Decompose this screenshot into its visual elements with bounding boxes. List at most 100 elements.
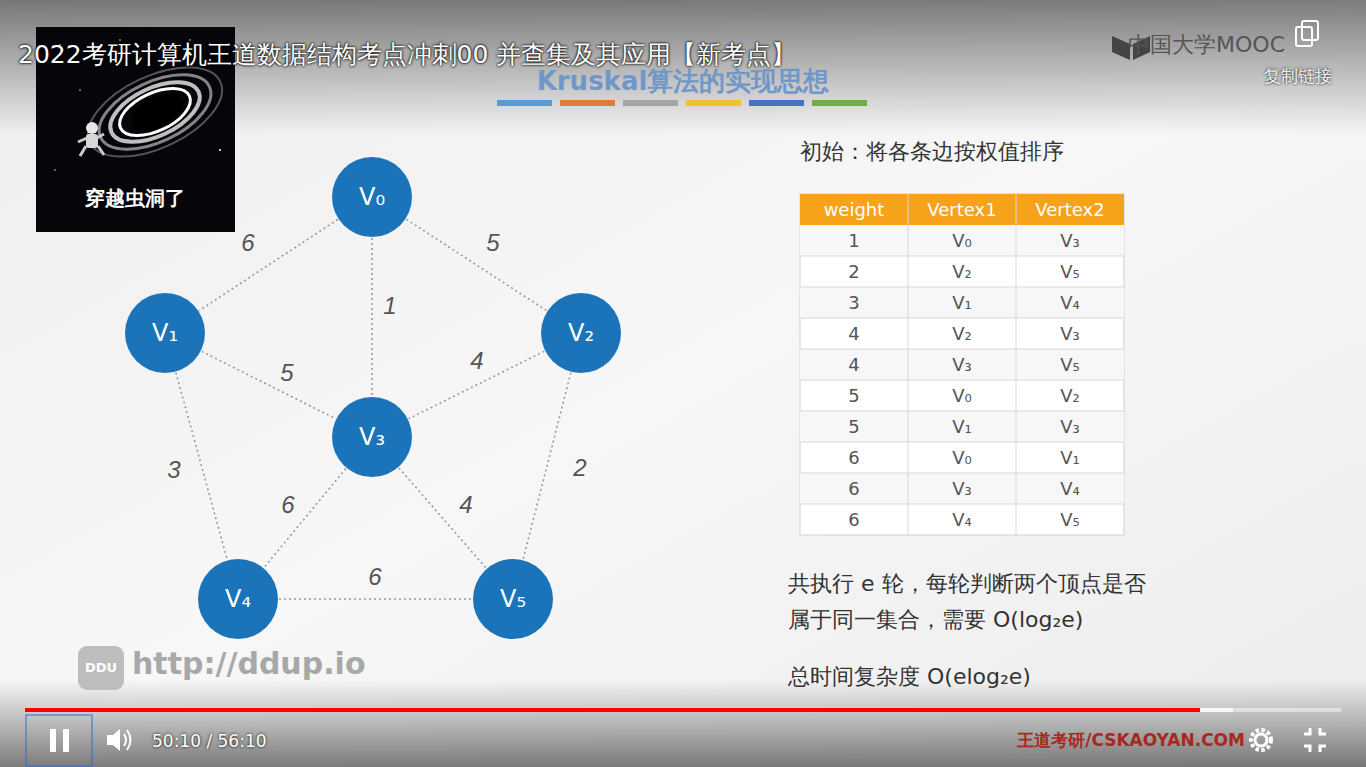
table-cell: V₀ xyxy=(908,442,1016,473)
settings-gear xyxy=(1251,730,1271,750)
vertex-circle: V₅ xyxy=(473,559,553,639)
vertex-fill xyxy=(198,559,278,639)
volume-icon xyxy=(124,730,131,750)
watermark-logo xyxy=(78,646,124,690)
table-cell: V₂ xyxy=(908,318,1016,349)
volume-icon xyxy=(107,729,120,751)
table-header: Vertex2 xyxy=(1016,194,1124,225)
title-colour-bar xyxy=(623,100,678,106)
table-cell: 6 xyxy=(800,442,908,473)
edge-table-grid xyxy=(800,194,1124,535)
vertex-circle: V₀ xyxy=(332,157,412,237)
watermark-logo xyxy=(78,646,124,690)
table-cell: V₁ xyxy=(1016,442,1124,473)
weighted-edge xyxy=(371,238,373,396)
vertex-circle: V₁ xyxy=(125,293,205,373)
table-cell: V₅ xyxy=(1016,349,1124,380)
video-time: 50:10 / 56:10 xyxy=(152,731,267,751)
weighted-edge xyxy=(399,468,486,568)
table-cell: 6 xyxy=(800,504,908,535)
vertex-fill xyxy=(541,293,621,373)
step-note: 初始：将各条边按权值排序 xyxy=(800,139,1064,165)
table-cell: V₄ xyxy=(908,504,1016,535)
thumbnail-image xyxy=(113,79,198,146)
complexity-note: 总时间复杂度 O(elog₂e) xyxy=(788,664,1031,690)
weighted-edge xyxy=(406,219,546,310)
thumbnail-image xyxy=(54,169,56,171)
edge-weight: 6 xyxy=(241,231,254,255)
exit-fullscreen-icon xyxy=(1304,728,1326,752)
table-cell: 6 xyxy=(800,473,908,504)
table-cell: 1 xyxy=(800,225,908,256)
title-colour-bar xyxy=(686,100,741,106)
weighted-edge xyxy=(202,351,336,418)
title-colour-bar xyxy=(497,100,867,106)
table-cell: V₀ xyxy=(908,225,1016,256)
settings-gear xyxy=(1255,734,1267,746)
progress-bar xyxy=(25,708,1341,712)
table-cell: V₅ xyxy=(1016,504,1124,535)
edge-table-grid xyxy=(800,349,1124,380)
table-cell: 2 xyxy=(800,256,908,287)
video-title: 2022考研计算机王道数据结构考点冲刺00 并查集及其应用【新考点】 xyxy=(18,40,796,70)
table-cell: V₃ xyxy=(908,473,1016,504)
title-colour-bar xyxy=(749,100,804,106)
table-cell: V₃ xyxy=(1016,225,1124,256)
table-cell: 4 xyxy=(800,349,908,380)
table-cell: V₅ xyxy=(1016,256,1124,287)
mooc-logo-text: 中国大学MOOC xyxy=(1128,32,1285,58)
progress-bar xyxy=(25,708,1200,712)
table-header: Vertex1 xyxy=(908,194,1016,225)
exit-fullscreen-icon xyxy=(1304,728,1326,752)
vertex-circle: V₃ xyxy=(332,397,412,477)
vertex-fill xyxy=(332,397,412,477)
pause-button xyxy=(63,729,69,752)
edge-table-grid xyxy=(800,194,1124,225)
edge-table-grid xyxy=(800,194,1124,535)
title-colour-bar xyxy=(497,100,552,106)
thumbnail-image xyxy=(88,59,222,164)
vertex-circle: V₂ xyxy=(541,293,621,373)
edge-table-grid xyxy=(800,194,1124,535)
copy-link-text: 复制链接 xyxy=(1264,66,1332,86)
progress-bar xyxy=(25,708,1341,712)
weighted-edge xyxy=(199,220,337,311)
edge-weight: 2 xyxy=(573,456,586,480)
title-colour-bar xyxy=(812,100,867,106)
table-cell: V₀ xyxy=(908,380,1016,411)
round-note: 共执行 e 轮，每轮判断两个顶点是否属于同一集合，需要 O(log₂e) xyxy=(788,566,1156,638)
table-cell: V₃ xyxy=(1016,318,1124,349)
thumbnail-image xyxy=(78,134,104,156)
copy-link-icon xyxy=(1296,27,1312,46)
edge-weight: 6 xyxy=(281,493,294,517)
thumbnail-caption: 穿越虫洞了 xyxy=(85,186,185,210)
table-cell: V₃ xyxy=(908,349,1016,380)
edge-weight: 5 xyxy=(486,231,499,255)
thumbnail-image xyxy=(79,89,81,91)
progress-bar xyxy=(25,708,1233,712)
vertex-label: V₀ xyxy=(359,183,385,211)
vertex-label: V₄ xyxy=(225,585,251,613)
watermark-url: http://ddup.io xyxy=(132,646,366,682)
volume-icon xyxy=(107,729,131,751)
edge-weight: 1 xyxy=(383,294,396,318)
vertex-label: V₁ xyxy=(152,319,178,347)
weighted-edge xyxy=(176,373,227,560)
table-cell: 5 xyxy=(800,380,908,411)
edge-weight: 6 xyxy=(368,565,381,589)
edge-weight: 4 xyxy=(459,493,472,517)
edge-table-grid xyxy=(800,473,1124,504)
table-cell: V₂ xyxy=(908,256,1016,287)
vertex-label: V₃ xyxy=(359,423,385,451)
vertex-label: V₅ xyxy=(500,585,526,613)
table-cell: 4 xyxy=(800,318,908,349)
table-cell: V₃ xyxy=(1016,411,1124,442)
thumbnail-image xyxy=(219,149,221,151)
pause-button xyxy=(50,729,56,752)
edge-table-grid xyxy=(800,411,1124,442)
vertex-fill xyxy=(125,293,205,373)
watermark-logo-text: DDU xyxy=(85,660,117,676)
weighted-edge xyxy=(523,373,571,560)
settings-gear xyxy=(1251,730,1271,750)
edge-weight: 5 xyxy=(280,361,293,385)
